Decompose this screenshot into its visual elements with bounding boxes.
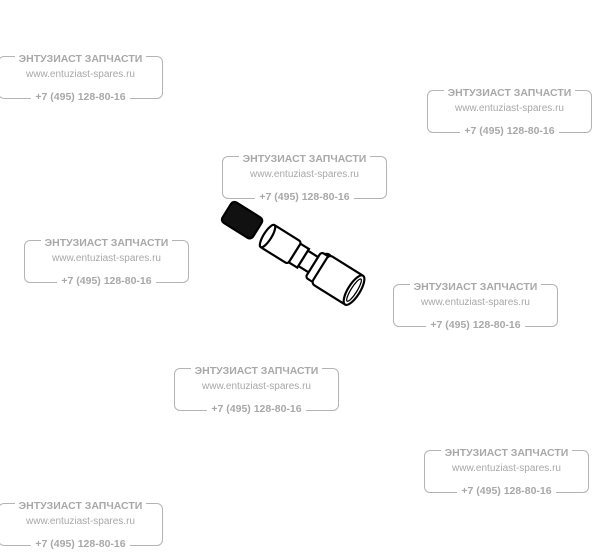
watermark-url: www.entuziast-spares.ru [52,253,161,264]
watermark-url: www.entuziast-spares.ru [421,297,530,308]
watermark-url: www.entuziast-spares.ru [26,69,135,80]
watermark: ЭНТУЗИАСТ ЗАПЧАСТИ www.entuziast-spares.… [393,281,558,331]
watermark-title: ЭНТУЗИАСТ ЗАПЧАСТИ [440,447,573,459]
watermark-phone: +7 (495) 128-80-16 [457,485,556,497]
watermark-url: www.entuziast-spares.ru [26,516,135,527]
watermark-title: ЭНТУЗИАСТ ЗАПЧАСТИ [443,87,576,99]
valve-body [258,223,366,306]
watermark: ЭНТУЗИАСТ ЗАПЧАСТИ www.entuziast-spares.… [424,447,589,497]
watermark-phone: +7 (495) 128-80-16 [31,538,130,550]
watermark: ЭНТУЗИАСТ ЗАПЧАСТИ www.entuziast-spares.… [222,153,387,203]
watermark-url: www.entuziast-spares.ru [202,381,311,392]
watermark: ЭНТУЗИАСТ ЗАПЧАСТИ www.entuziast-spares.… [24,237,189,287]
watermark: ЭНТУЗИАСТ ЗАПЧАСТИ www.entuziast-spares.… [174,365,339,415]
watermark-title: ЭНТУЗИАСТ ЗАПЧАСТИ [238,153,371,165]
watermark-title: ЭНТУЗИАСТ ЗАПЧАСТИ [40,237,173,249]
watermark-url: www.entuziast-spares.ru [455,103,564,114]
watermark-title: ЭНТУЗИАСТ ЗАПЧАСТИ [409,281,542,293]
watermark-title: ЭНТУЗИАСТ ЗАПЧАСТИ [14,53,147,65]
part-diagram [220,200,366,306]
watermark-phone: +7 (495) 128-80-16 [31,91,130,103]
watermark-url: www.entuziast-spares.ru [250,169,359,180]
watermark-phone: +7 (495) 128-80-16 [460,125,559,137]
watermark-phone: +7 (495) 128-80-16 [255,191,354,203]
watermark-title: ЭНТУЗИАСТ ЗАПЧАСТИ [14,500,147,512]
knurled-sleeve [220,200,264,240]
watermark: ЭНТУЗИАСТ ЗАПЧАСТИ www.entuziast-spares.… [0,500,163,550]
watermark-phone: +7 (495) 128-80-16 [57,275,156,287]
watermark: ЭНТУЗИАСТ ЗАПЧАСТИ www.entuziast-spares.… [427,87,592,137]
watermark-phone: +7 (495) 128-80-16 [207,403,306,415]
watermark-phone: +7 (495) 128-80-16 [426,319,525,331]
watermark: ЭНТУЗИАСТ ЗАПЧАСТИ www.entuziast-spares.… [0,53,163,103]
watermark-url: www.entuziast-spares.ru [452,463,561,474]
watermark-title: ЭНТУЗИАСТ ЗАПЧАСТИ [190,365,323,377]
